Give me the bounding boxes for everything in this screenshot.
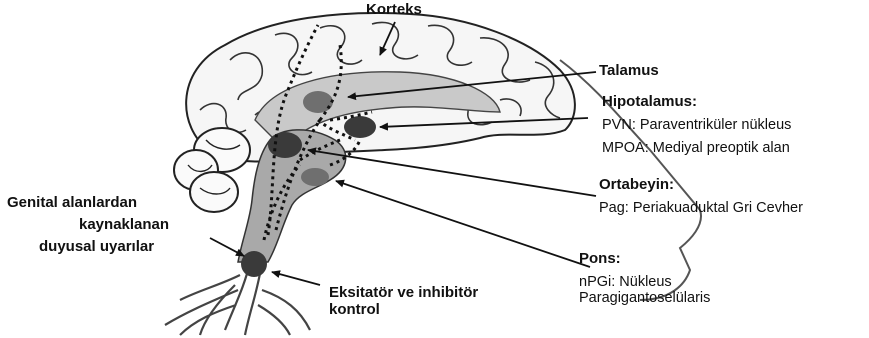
npgi-nucleus (241, 251, 267, 277)
label-npgi-line2: Paragigantoselülaris (579, 290, 710, 307)
label-control-line2: kontrol (329, 301, 380, 318)
pag-nucleus (301, 168, 329, 186)
label-control-line1: Eksitatör ve inhibitör (329, 284, 478, 301)
label-pvn: PVN: Paraventriküler nükleus (602, 117, 791, 134)
label-hypothalamus-title: Hipotalamus: (602, 93, 697, 110)
label-thalamus: Talamus (599, 62, 659, 79)
spinal-nerves (165, 262, 310, 335)
label-genital-line2: kaynaklanan (79, 216, 169, 233)
label-cortex: Korteks (366, 1, 422, 18)
label-npgi-line1: nPGi: Nükleus (579, 274, 672, 291)
label-midbrain-title: Ortabeyin: (599, 176, 674, 193)
thalamus-nucleus (303, 91, 333, 113)
label-mpoa: MPOA: Mediyal preoptik alan (602, 140, 790, 157)
label-pag: Pag: Periakuaduktal Gri Cevher (599, 200, 803, 217)
label-pons-title: Pons: (579, 250, 621, 267)
pvn-nucleus (344, 116, 376, 138)
mpoa-nucleus (268, 132, 302, 158)
label-genital-line3: duyusal uyarılar (39, 238, 154, 255)
cerebellum (174, 128, 250, 212)
label-genital-line1: Genital alanlardan (7, 194, 137, 211)
